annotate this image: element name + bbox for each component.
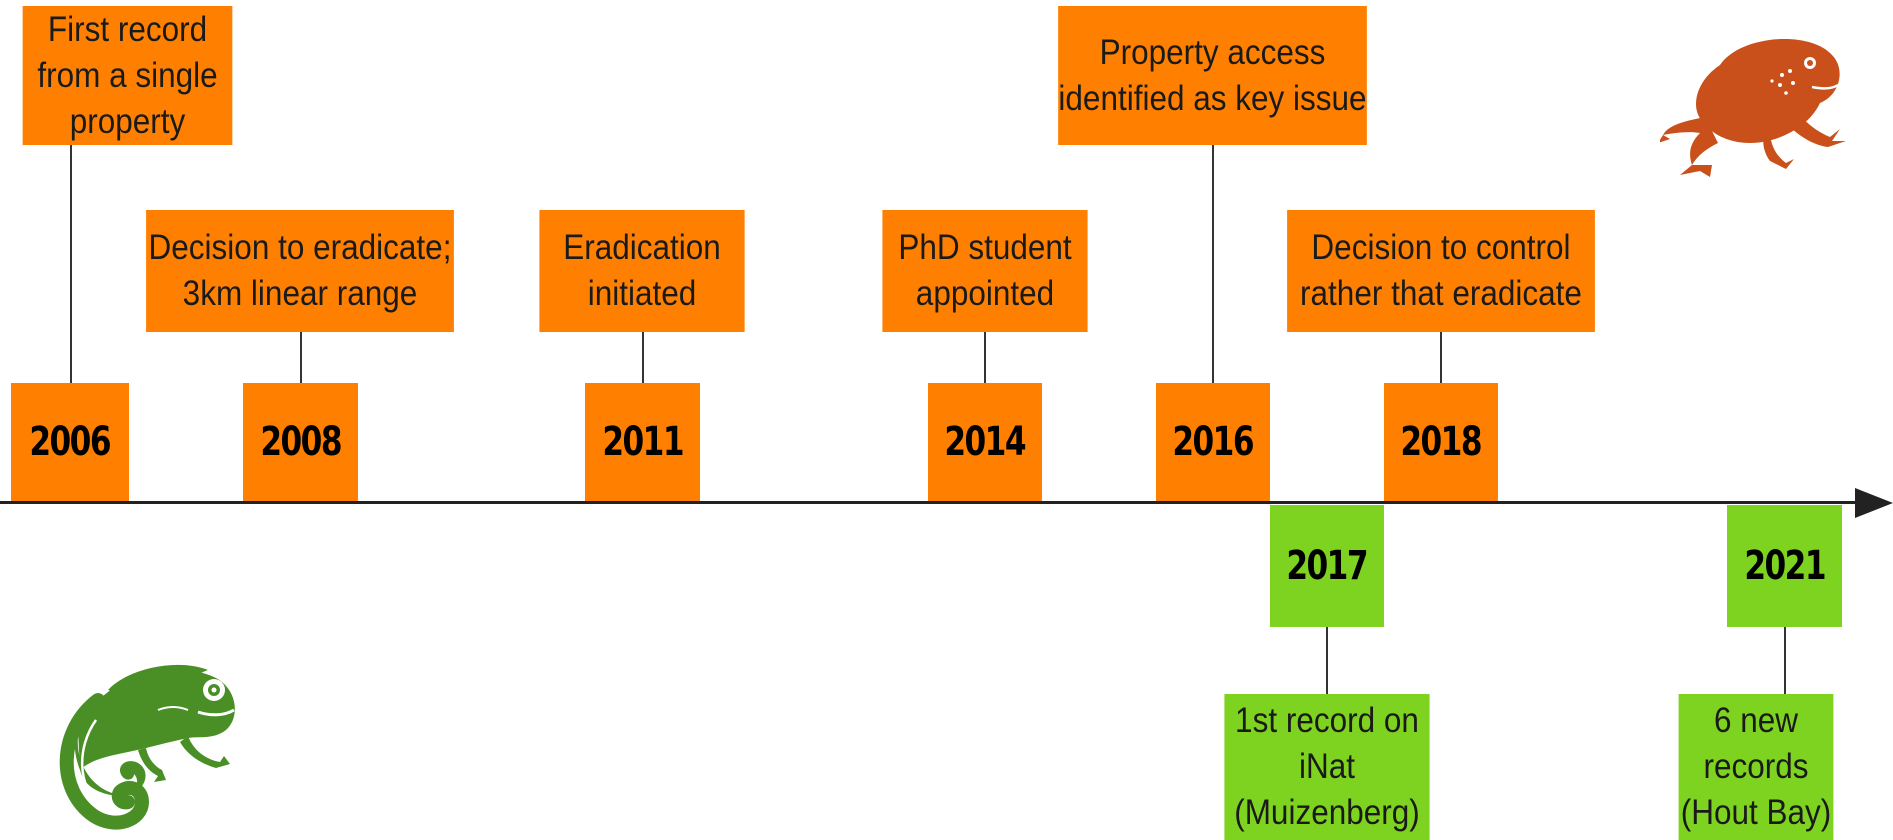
event-2018-box: Decision to control rather that eradicat…: [1287, 210, 1595, 332]
event-2016-box: Property access identified as key issue: [1058, 6, 1367, 145]
connector-2014: [984, 332, 986, 383]
timeline-axis: [0, 501, 1860, 504]
event-2014-box: PhD student appointed: [882, 210, 1088, 332]
toad-icon: [1660, 38, 1846, 177]
year-2008-badge: 2008: [243, 383, 358, 501]
connector-2016: [1212, 145, 1214, 383]
event-2011-box: Eradication initiated: [539, 210, 745, 332]
year-2014-badge: 2014: [928, 383, 1042, 501]
event-2006-box: First record from a single property: [22, 6, 233, 145]
event-2021-box: 6 new records (Hout Bay): [1678, 694, 1834, 840]
connector-2006: [70, 140, 72, 383]
year-2011-badge: 2011: [585, 383, 700, 501]
year-2021-badge: 2021: [1727, 505, 1842, 627]
event-2017-box: 1st record on iNat (Muizenberg): [1224, 694, 1430, 840]
chameleon-icon: [59, 664, 235, 830]
year-2018-badge: 2018: [1384, 383, 1498, 501]
year-2006-badge: 2006: [11, 383, 129, 501]
connector-2018: [1440, 332, 1442, 383]
timeline-arrowhead: [1855, 488, 1893, 518]
event-2008-box: Decision to eradicate; 3km linear range: [146, 210, 454, 332]
connector-2008: [300, 332, 302, 383]
year-2016-badge: 2016: [1156, 383, 1270, 501]
connector-2017: [1326, 627, 1328, 694]
year-2017-badge: 2017: [1270, 505, 1384, 627]
connector-2021: [1784, 627, 1786, 694]
connector-2011: [642, 332, 644, 383]
